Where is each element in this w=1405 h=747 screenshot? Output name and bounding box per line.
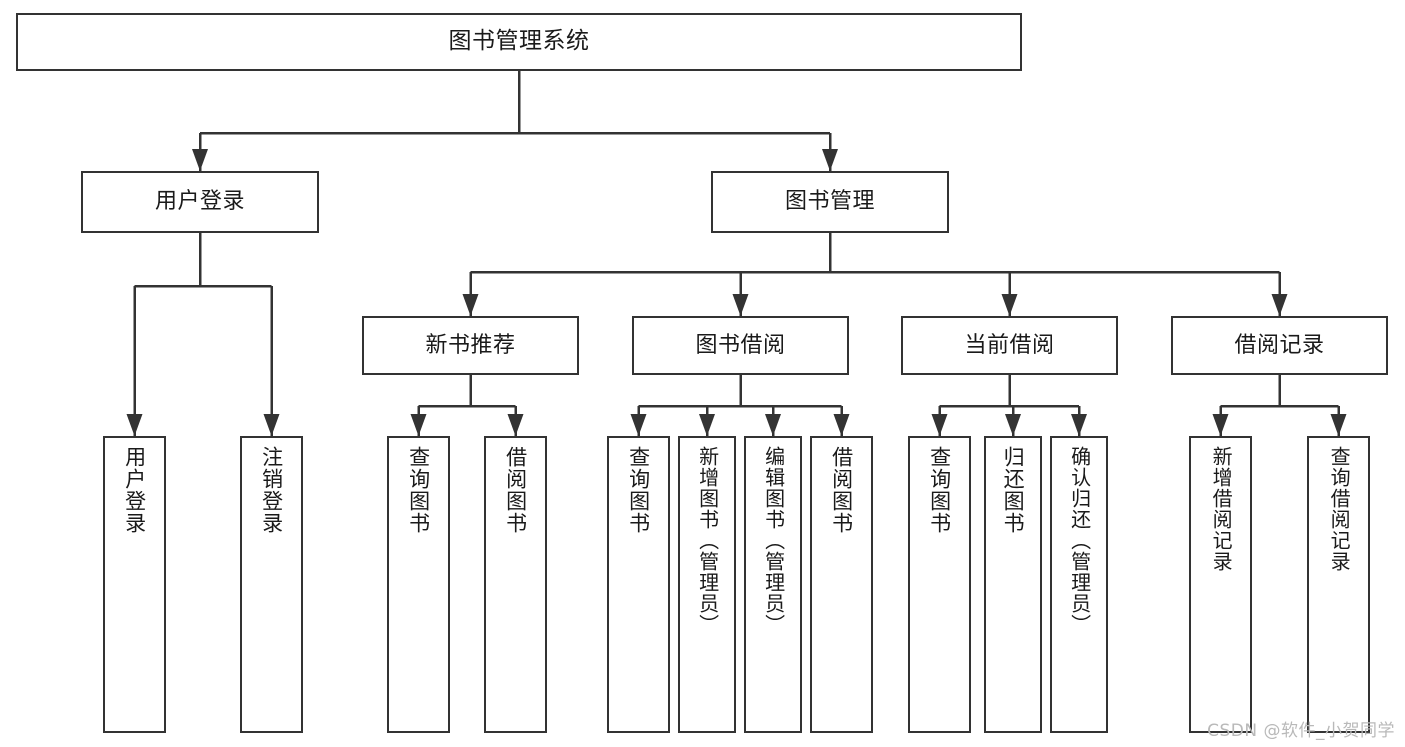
node-label: 当前借阅 [964,332,1055,358]
node-leaf-borrow-book-1: 借阅图书 [484,436,547,733]
edge-arrowhead [630,414,647,436]
node-leaf-add-book: 新增图书（管理员） [678,436,736,733]
node-label: 查询图书 [406,446,431,534]
node-current-borrow: 当前借阅 [901,316,1118,375]
edge-arrowhead [410,414,427,436]
edge-arrowhead [1212,414,1229,436]
node-root: 图书管理系统 [16,13,1022,71]
edge-arrowhead [263,414,280,436]
edge-arrowhead [833,414,850,436]
node-user-login: 用户登录 [81,171,319,233]
node-label: 编辑图书（管理员） [761,446,786,635]
edge-arrowhead [1271,294,1288,316]
node-leaf-return-book: 归还图书 [984,436,1042,733]
node-book-manage: 图书管理 [711,171,949,233]
edge-arrowhead [1001,294,1018,316]
edge-arrowhead [462,294,479,316]
edge-arrowhead [1071,414,1087,436]
node-label: 查询借阅记录 [1327,446,1352,572]
node-leaf-confirm-return: 确认归还（管理员） [1050,436,1108,733]
node-label: 借阅记录 [1234,332,1325,358]
node-label: 新书推荐 [425,332,516,358]
node-leaf-user-logout: 注销登录 [240,436,303,733]
node-label: 查询图书 [927,446,952,534]
node-borrow-record: 借阅记录 [1171,316,1388,375]
edge-arrowhead [1005,414,1021,436]
node-leaf-query-record: 查询借阅记录 [1307,436,1370,733]
node-book-borrow: 图书借阅 [632,316,849,375]
node-label: 借阅图书 [503,446,528,534]
edge-arrowhead [126,414,143,436]
node-leaf-user-login: 用户登录 [103,436,166,733]
edge-arrowhead [765,414,781,436]
edge-arrowhead [822,149,838,171]
node-label: 归还图书 [1001,446,1026,534]
edge-arrowhead [1330,414,1347,436]
edge-arrowhead [699,414,715,436]
node-label: 图书管理 [784,189,875,215]
node-leaf-borrow-book-2: 借阅图书 [810,436,873,733]
node-label: 图书管理系统 [448,28,590,55]
node-leaf-edit-book: 编辑图书（管理员） [744,436,802,733]
node-label: 确认归还（管理员） [1067,446,1092,635]
node-label: 查询图书 [626,446,651,534]
node-label: 用户登录 [154,189,245,215]
edge-arrowhead [732,294,749,316]
node-label: 注销登录 [259,446,284,534]
watermark: CSDN @软件_小贺同学 [1207,721,1395,741]
edge-arrowhead [192,149,208,171]
node-label: 新增图书（管理员） [695,446,720,635]
node-label: 借阅图书 [829,446,854,534]
node-leaf-query-book-1: 查询图书 [387,436,450,733]
node-label: 图书借阅 [695,332,786,358]
node-label: 新增借阅记录 [1209,446,1234,572]
edge-arrowhead [931,414,948,436]
node-label: 用户登录 [122,446,147,534]
node-leaf-query-book-3: 查询图书 [908,436,971,733]
node-leaf-add-record: 新增借阅记录 [1189,436,1252,733]
edge-arrowhead [507,414,524,436]
node-new-book-rec: 新书推荐 [362,316,579,375]
node-leaf-query-book-2: 查询图书 [607,436,670,733]
